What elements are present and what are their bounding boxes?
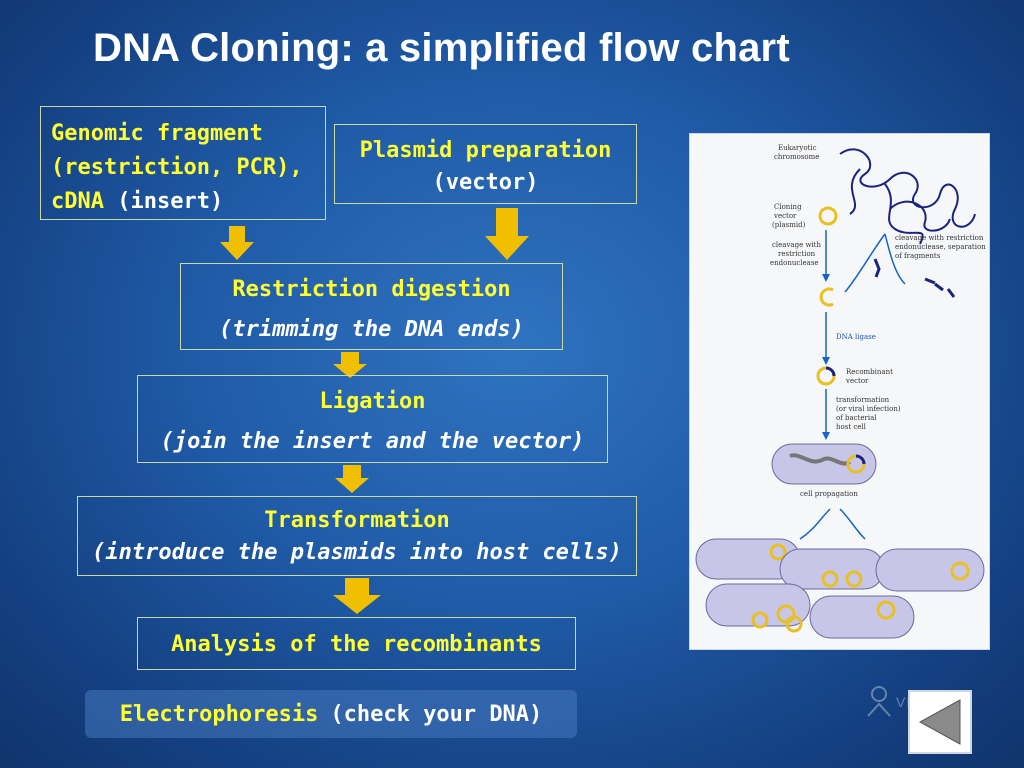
- cleavage-right-3: of fragments: [895, 252, 941, 260]
- recombinant-label-1: Recombinant: [846, 368, 893, 376]
- propagation-label: cell propagation: [800, 490, 858, 498]
- chromosome-label-1: Eukaryotic: [778, 144, 817, 152]
- cloning-diagram-svg: Eukaryotic chromosome Cloning vector (pl…: [695, 144, 986, 639]
- chromosome-label-2: chromosome: [774, 153, 819, 161]
- previous-slide-icon: [918, 699, 961, 745]
- transformation-label-2: (or viral infection): [836, 405, 901, 413]
- down-arrow-icon: [220, 226, 254, 260]
- electrophoresis-banner: Electrophoresis (check your DNA): [85, 690, 577, 738]
- transformation-line2: (introduce the plasmids into host cells): [92, 540, 622, 565]
- genomic-line1: Genomic fragment: [51, 121, 263, 146]
- down-arrow-icon: [485, 208, 529, 260]
- vector-label-1: Cloning: [774, 203, 802, 211]
- analysis-box: Analysis of the recombinants: [137, 617, 576, 670]
- restriction-digestion-box: Restriction digestion (trimming the DNA …: [180, 263, 563, 350]
- cleavage-left-2: restriction: [778, 250, 816, 258]
- cleavage-right-2: endonuclease, separation: [895, 243, 986, 251]
- ligation-line2: (join the insert and the vector): [160, 429, 585, 454]
- cloning-illustration: Eukaryotic chromosome Cloning vector (pl…: [689, 133, 990, 650]
- insert-label: (insert): [117, 189, 224, 214]
- ligation-line1: Ligation: [319, 389, 426, 414]
- vector-label-3: (plasmid): [772, 221, 806, 229]
- down-arrow-icon: [333, 352, 367, 378]
- cleavage-left-3: endonuclease: [770, 259, 819, 267]
- electrophoresis-label: Electrophoresis: [119, 701, 319, 727]
- transformation-label-4: host cell: [836, 423, 867, 431]
- transformation-box: Transformation (introduce the plasmids i…: [77, 496, 637, 576]
- previous-slide-button[interactable]: [908, 690, 972, 754]
- genomic-fragment-box: Genomic fragment (restriction, PCR), cDN…: [40, 106, 326, 220]
- down-arrow-icon: [335, 465, 369, 493]
- ligation-box: Ligation (join the insert and the vector…: [137, 375, 608, 463]
- slide-title: DNA Cloning: a simplified flow chart: [93, 26, 790, 70]
- plasmid-line2: (vector): [432, 170, 539, 195]
- cdna-label: cDNA: [51, 189, 104, 214]
- restriction-line2: (trimming the DNA ends): [219, 317, 524, 342]
- plasmid-line1: Plasmid preparation: [359, 138, 612, 163]
- ligase-label: DNA ligase: [836, 333, 876, 341]
- transformation-label-3: of bacterial: [836, 414, 877, 422]
- cleavage-right-1: cleavage with restriction: [895, 234, 984, 242]
- transformation-line1: Transformation: [264, 508, 450, 533]
- check-dna-label: (check your DNA): [330, 701, 543, 727]
- cleavage-left-1: cleavage with: [772, 241, 821, 249]
- plasmid-preparation-box: Plasmid preparation (vector): [334, 124, 637, 204]
- recombinant-label-2: vector: [845, 377, 869, 385]
- genomic-line2: (restriction, PCR),: [51, 155, 303, 180]
- genomic-line3: cDNA (insert): [51, 185, 325, 219]
- down-arrow-icon: [333, 578, 381, 614]
- vector-label-2: vector: [773, 212, 797, 220]
- transformation-label-1: transformation: [836, 396, 890, 404]
- analysis-line1: Analysis of the recombinants: [171, 632, 542, 657]
- person-icon: [867, 686, 891, 717]
- restriction-line1: Restriction digestion: [232, 277, 511, 302]
